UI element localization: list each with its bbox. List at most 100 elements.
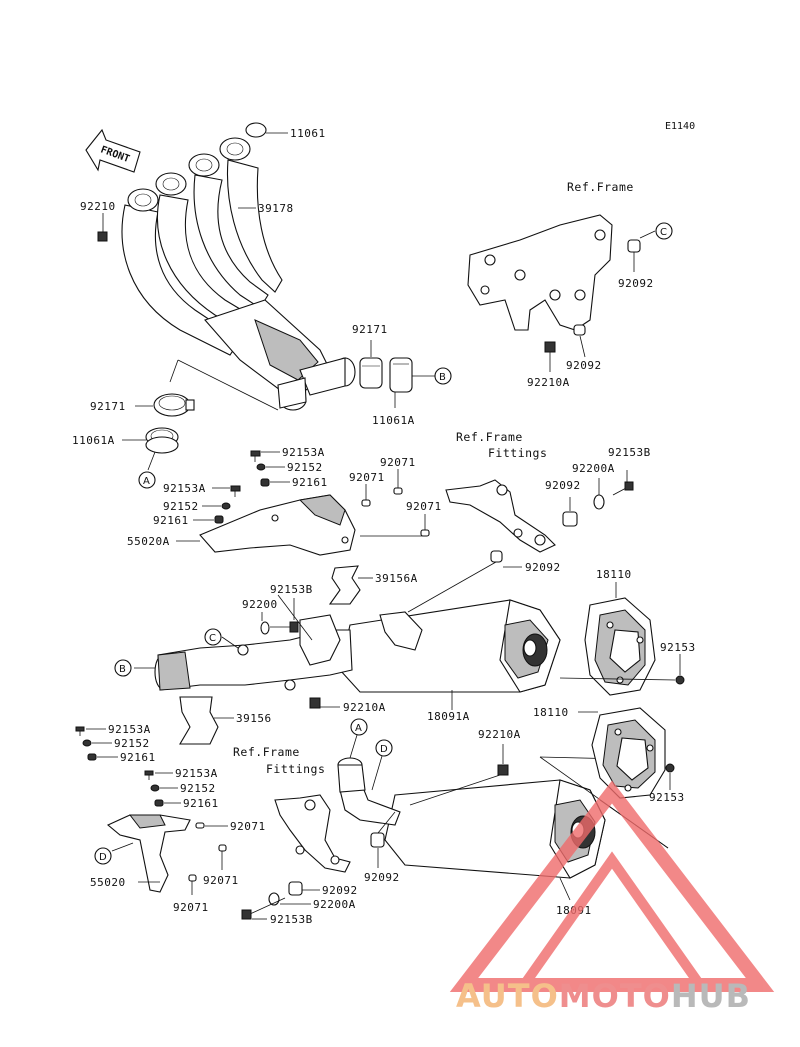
bolt-92153b-mid bbox=[270, 621, 299, 633]
heat-cover-55020 bbox=[106, 814, 191, 893]
svg-text:B: B bbox=[119, 664, 126, 675]
end-cap-18110-bottom bbox=[591, 707, 666, 799]
damper-92092-top bbox=[627, 239, 641, 253]
label-55020: 55020 bbox=[90, 876, 126, 889]
label-39156: 39156 bbox=[236, 712, 272, 725]
svg-text:D: D bbox=[380, 744, 388, 755]
callout-d-left bbox=[94, 847, 112, 865]
footrest-bracket-right bbox=[445, 479, 556, 553]
label-92153b-top: 92153B bbox=[608, 446, 651, 459]
svg-text:D: D bbox=[99, 852, 107, 863]
nut-92210a-top bbox=[544, 341, 556, 353]
label-92071-5: 92071 bbox=[203, 874, 239, 887]
label-92092-bracket: 92092 bbox=[545, 479, 581, 492]
callout-a-left bbox=[138, 471, 156, 489]
svg-text:A: A bbox=[143, 476, 150, 487]
svg-text:C: C bbox=[660, 227, 667, 238]
footrest-bracket-left bbox=[274, 794, 351, 873]
label-92171-center: 92171 bbox=[352, 323, 388, 336]
label-92071-1: 92071 bbox=[349, 471, 385, 484]
label-92071-2: 92071 bbox=[380, 456, 416, 469]
callout-b-top bbox=[434, 367, 452, 385]
label-92153-top: 92153 bbox=[660, 641, 696, 654]
label-92152-3: 92152 bbox=[114, 737, 150, 750]
fittings-label-low: Fittings bbox=[266, 762, 325, 776]
label-92171-left: 92171 bbox=[90, 400, 126, 413]
heat-cover-55020a bbox=[199, 494, 356, 556]
bolt-92153b-top bbox=[612, 481, 634, 496]
watermark: AUTOMOTOHUB bbox=[456, 955, 786, 1015]
label-92153a-1: 92153A bbox=[282, 446, 325, 459]
callout-b-left bbox=[114, 659, 132, 677]
clamp-92171-left bbox=[153, 393, 195, 417]
label-92210a-low: 92210A bbox=[478, 728, 521, 741]
label-92153a-3: 92153A bbox=[108, 723, 151, 736]
label-92161-4: 92161 bbox=[183, 797, 219, 810]
gasket-11061 bbox=[245, 122, 267, 138]
label-92210: 92210 bbox=[80, 200, 116, 213]
label-92071-3: 92071 bbox=[406, 500, 442, 513]
label-92200a-low: 92200A bbox=[313, 898, 356, 911]
svg-text:A: A bbox=[355, 723, 362, 734]
label-92153a-4: 92153A bbox=[175, 767, 218, 780]
gasket-11061a-left bbox=[145, 427, 179, 454]
label-18091a: 18091A bbox=[427, 710, 470, 723]
label-92200a-top: 92200A bbox=[572, 462, 615, 475]
bolt-92153-top bbox=[675, 675, 685, 685]
label-92092-mid: 92092 bbox=[566, 359, 602, 372]
callout-c-top bbox=[655, 222, 673, 240]
label-92153-low: 92153 bbox=[649, 791, 685, 804]
label-92092-low2: 92092 bbox=[322, 884, 358, 897]
bolt-92153b-low bbox=[241, 897, 286, 920]
svg-text:C: C bbox=[209, 633, 216, 644]
label-92210a-top: 92210A bbox=[527, 376, 570, 389]
label-11061a-center: 11061A bbox=[372, 414, 415, 427]
nut-92210a-mid bbox=[309, 697, 321, 709]
callout-c-mid bbox=[204, 628, 222, 646]
label-92152-4: 92152 bbox=[180, 782, 216, 795]
fittings-label-top: Fittings bbox=[488, 446, 547, 460]
front-arrow-icon: FRONT bbox=[85, 128, 141, 173]
label-92071-6: 92071 bbox=[173, 901, 209, 914]
label-92153a-2: 92153A bbox=[163, 482, 206, 495]
automotohub-logo-icon bbox=[449, 780, 775, 992]
label-92161-3: 92161 bbox=[120, 751, 156, 764]
damper-92092-low bbox=[370, 832, 385, 848]
connecting-pipe bbox=[154, 614, 353, 691]
label-92153b-low: 92153B bbox=[270, 913, 313, 926]
label-92161-2: 92161 bbox=[153, 514, 189, 527]
label-92071-4: 92071 bbox=[230, 820, 266, 833]
bolt-92153-low bbox=[665, 763, 675, 773]
label-92152-2: 92152 bbox=[163, 500, 199, 513]
frame-bracket-top bbox=[467, 214, 613, 331]
nut-92210a-low bbox=[497, 764, 509, 776]
exhaust-header-pipes bbox=[121, 137, 356, 411]
label-92153b-mid: 92153B bbox=[270, 583, 313, 596]
callout-d-low bbox=[375, 739, 393, 757]
label-39156a: 39156A bbox=[375, 572, 418, 585]
label-92092-top: 92092 bbox=[618, 277, 654, 290]
damper-92092-low2 bbox=[288, 881, 303, 896]
label-92092-low: 92092 bbox=[364, 871, 400, 884]
label-92152-1: 92152 bbox=[287, 461, 323, 474]
label-18110-bottom: 18110 bbox=[533, 706, 569, 719]
washer-92200 bbox=[260, 621, 270, 635]
label-18110-top: 18110 bbox=[596, 568, 632, 581]
label-92210a-mid: 92210A bbox=[343, 701, 386, 714]
damper-92092-bracket bbox=[562, 511, 578, 527]
label-11061: 11061 bbox=[290, 127, 326, 140]
label-11061a-left: 11061A bbox=[72, 434, 115, 447]
nut-92210 bbox=[97, 231, 108, 242]
label-92092-right: 92092 bbox=[525, 561, 561, 574]
label-55020a: 55020A bbox=[127, 535, 170, 548]
damper-92092-right bbox=[490, 550, 503, 563]
insulator-39156 bbox=[179, 696, 219, 745]
muffler-18091 bbox=[337, 757, 606, 879]
label-39178: 39178 bbox=[258, 202, 294, 215]
callout-a-low bbox=[350, 718, 368, 736]
label-92161-1: 92161 bbox=[292, 476, 328, 489]
washer-92200a-top bbox=[593, 494, 605, 510]
watermark-text: AUTOMOTOHUB bbox=[456, 977, 752, 1015]
end-cap-18110-top bbox=[584, 597, 656, 696]
